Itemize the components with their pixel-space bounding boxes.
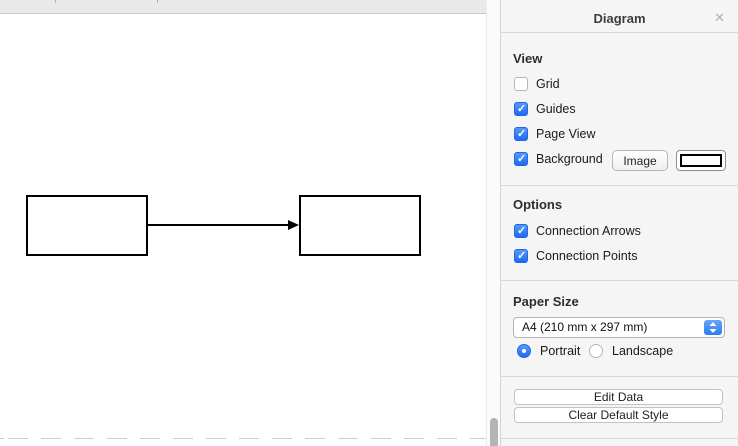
page-break-line — [0, 438, 486, 439]
connection-points-row: Connection Points — [501, 249, 738, 264]
guides-row: Guides — [501, 102, 738, 117]
separator — [501, 438, 738, 439]
page-view-label: Page View — [536, 127, 596, 141]
background-label: Background — [536, 152, 603, 166]
paper-size-select[interactable]: A4 (210 mm x 297 mm) — [513, 317, 725, 338]
paper-size-value: A4 (210 mm x 297 mm) — [522, 320, 648, 334]
guides-checkbox[interactable] — [514, 102, 528, 116]
diagram-shape-rect[interactable] — [299, 195, 421, 256]
grid-label: Grid — [536, 77, 560, 91]
edit-data-button[interactable]: Edit Data — [514, 389, 723, 405]
dropdown-stepper-icon — [704, 320, 722, 335]
grid-row: Grid — [501, 77, 738, 92]
paper-size-heading: Paper Size — [513, 294, 579, 309]
diagram-canvas[interactable] — [0, 0, 486, 446]
ruler-tick — [157, 0, 158, 3]
cutoff-pencil-icon — [728, 440, 736, 446]
connection-arrows-row: Connection Arrows — [501, 224, 738, 239]
separator — [501, 280, 738, 281]
canvas-vertical-scrollbar[interactable] — [486, 0, 500, 446]
panel-title: Diagram — [593, 11, 646, 26]
scrollbar-thumb[interactable] — [490, 418, 498, 446]
landscape-radio[interactable] — [589, 344, 603, 358]
diagram-connector-arrowhead — [288, 220, 299, 230]
background-color-swatch[interactable] — [676, 150, 726, 171]
diagram-shape-rect[interactable] — [26, 195, 148, 256]
connection-arrows-label: Connection Arrows — [536, 224, 641, 238]
background-image-button[interactable]: Image — [612, 150, 668, 171]
portrait-label: Portrait — [540, 344, 581, 358]
connection-points-label: Connection Points — [536, 249, 638, 263]
clear-default-style-button[interactable]: Clear Default Style — [514, 407, 723, 423]
canvas-offpage-area — [0, 0, 486, 14]
format-panel: Diagram ✕ View Grid Guides Page View Bac… — [500, 0, 738, 446]
separator — [501, 185, 738, 186]
guides-label: Guides — [536, 102, 576, 116]
options-heading: Options — [513, 197, 563, 212]
view-heading: View — [513, 51, 543, 66]
swatch-color — [680, 154, 722, 167]
grid-checkbox[interactable] — [514, 77, 528, 91]
orientation-row: Portrait Landscape — [501, 344, 738, 359]
landscape-label: Landscape — [612, 344, 674, 358]
connection-points-checkbox[interactable] — [514, 249, 528, 263]
close-icon[interactable]: ✕ — [714, 10, 725, 25]
background-checkbox[interactable] — [514, 152, 528, 166]
connection-arrows-checkbox[interactable] — [514, 224, 528, 238]
separator — [501, 32, 738, 33]
page-view-checkbox[interactable] — [514, 127, 528, 141]
diagram-connector-line[interactable] — [148, 224, 290, 226]
background-row: Background — [501, 152, 738, 167]
ruler-tick — [55, 0, 56, 3]
page-view-row: Page View — [501, 127, 738, 142]
portrait-radio[interactable] — [517, 344, 531, 358]
separator — [501, 376, 738, 377]
